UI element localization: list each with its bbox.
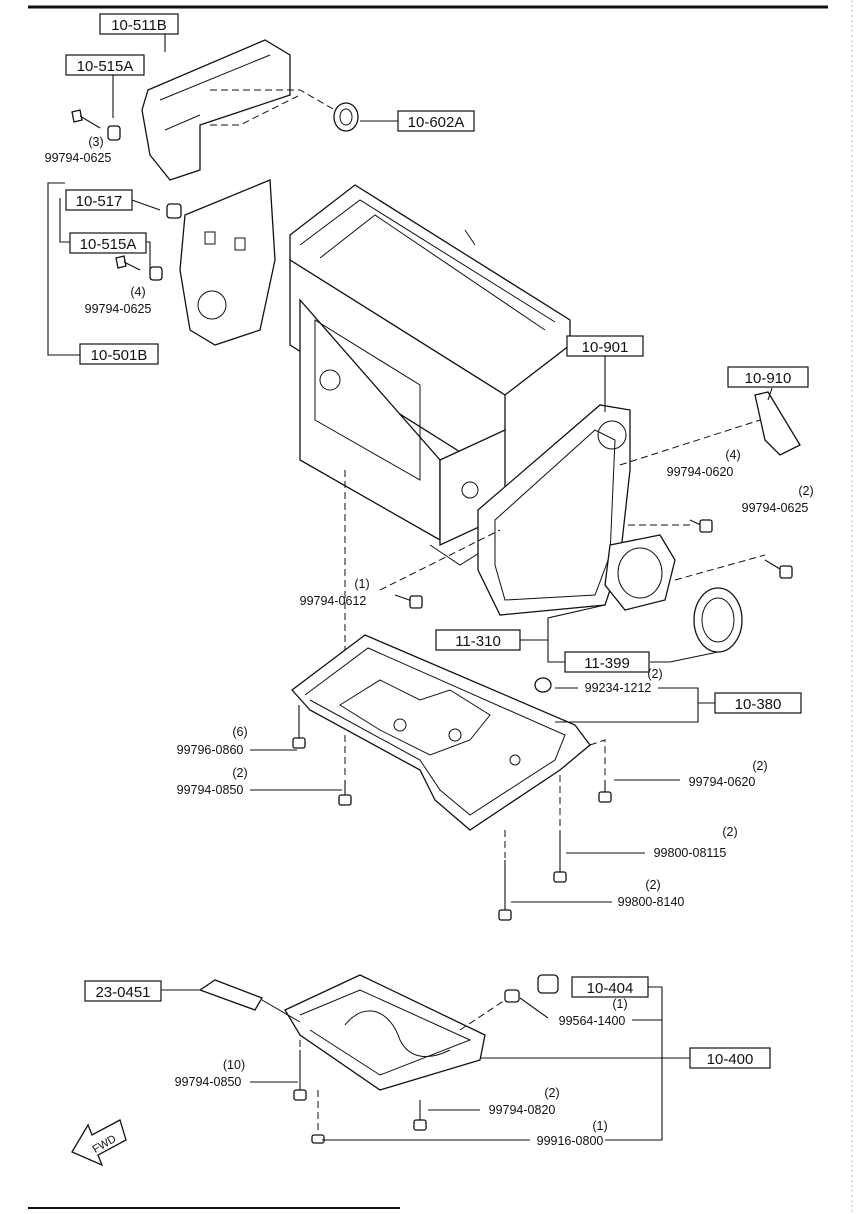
part-number: 99916-0800	[537, 1134, 604, 1148]
callout-10-511B[interactable]: 10-511B	[99, 13, 179, 35]
leader-d2	[674, 554, 766, 581]
part-label-99794-0620-b[interactable]: (2) 99794-0620	[689, 759, 768, 789]
dipstick-tube-illustration	[198, 979, 301, 1023]
callout-label: 10-910	[745, 370, 792, 387]
callout-23-0451[interactable]: 23-0451	[84, 980, 162, 1002]
part-number: 99796-0860	[177, 743, 244, 757]
leader-d12	[459, 999, 506, 1031]
callout-label: 10-501B	[91, 347, 148, 364]
callout-label: 11-399	[584, 655, 630, 672]
leader-lines	[47, 32, 773, 1141]
callout-10-400[interactable]: 10-400	[689, 1047, 771, 1069]
leader-seal	[210, 89, 336, 111]
part-number: 99794-0625	[85, 302, 152, 316]
callout-10-515A-mid[interactable]: 10-515A	[69, 232, 147, 254]
callout-label: 10-515A	[80, 236, 137, 253]
part-qty: (2)	[722, 825, 737, 839]
rear-oil-seal-housing	[604, 534, 676, 611]
part-label-99800-08115[interactable]: (2) 99800-08115	[654, 825, 738, 860]
part-label-99564-1400[interactable]: (1) 99564-1400	[559, 997, 628, 1028]
part-number: 99564-1400	[559, 1014, 626, 1028]
callout-label: 10-515A	[77, 58, 134, 75]
timing-belt-cover-upper	[141, 39, 291, 181]
part-qty: (2)	[645, 878, 660, 892]
part-label-99234-1212[interactable]: (2) 99234-1212	[585, 667, 663, 695]
part-label-99916-0800[interactable]: (1) 99916-0800	[537, 1119, 608, 1148]
callout-11-399[interactable]: 11-399	[564, 651, 650, 673]
part-number: 99794-0620	[667, 465, 734, 479]
part-number: 99800-08115	[654, 846, 727, 860]
callout-label: 10-602A	[408, 114, 465, 131]
part-qty: (2)	[798, 484, 813, 498]
part-number: 99234-1212	[585, 681, 652, 695]
bolt-icons-upper-left	[71, 109, 182, 281]
part-qty: (1)	[354, 577, 369, 591]
callout-10-380[interactable]: 10-380	[714, 692, 802, 714]
part-10-910-illustration	[754, 391, 801, 456]
part-qty: (4)	[725, 448, 740, 462]
part-label-99794-0820[interactable]: (2) 99794-0820	[489, 1086, 560, 1117]
part-label-99794-0850-b[interactable]: (10) 99794-0850	[175, 1058, 245, 1089]
oil-pan-upper-illustration	[291, 634, 591, 831]
part-label-99794-0620-a[interactable]: (4) 99794-0620	[667, 448, 741, 479]
callout-10-404[interactable]: 10-404	[571, 976, 649, 998]
part-label-99794-0625-a[interactable]: (3) 99794-0625	[45, 135, 112, 165]
part-label-99794-0850-a[interactable]: (2) 99794-0850	[177, 766, 248, 797]
oil-pan-lower-illustration	[284, 974, 486, 1091]
part-qty: (2)	[232, 766, 247, 780]
leader-d3	[619, 419, 761, 466]
part-number: 99794-0612	[300, 594, 367, 608]
part-number: 99794-0620	[689, 775, 756, 789]
rear-oil-seal	[693, 587, 743, 653]
callout-10-910[interactable]: 10-910	[727, 366, 809, 388]
leader-d9	[589, 739, 606, 778]
part-number: 99794-0820	[489, 1103, 556, 1117]
part-qty: (10)	[223, 1058, 245, 1072]
part-qty: (2)	[752, 759, 767, 773]
callout-label: 11-310	[455, 633, 501, 650]
callout-10-901[interactable]: 10-901	[566, 335, 644, 357]
part-label-99794-0625-b[interactable]: (4) 99794-0625	[85, 285, 152, 316]
callout-11-310[interactable]: 11-310	[435, 629, 521, 651]
part-qty: (3)	[88, 135, 103, 149]
part-number: 99800-8140	[618, 895, 685, 909]
callout-10-501B[interactable]: 10-501B	[79, 343, 159, 365]
part-label-99794-0612[interactable]: (1) 99794-0612	[300, 577, 370, 608]
part-qty: (2)	[647, 667, 662, 681]
leader-d4	[379, 529, 501, 591]
oil-seal-front	[333, 102, 359, 132]
callout-label: 10-400	[707, 1051, 754, 1068]
fwd-arrow-icon: FWD	[71, 1119, 127, 1167]
callout-label: 10-901	[582, 339, 629, 356]
part-number: 99794-0625	[45, 151, 112, 165]
part-label-99796-0860[interactable]: (6) 99796-0860	[177, 725, 248, 757]
bolt-icons-right	[394, 519, 793, 609]
part-qty: (1)	[612, 997, 627, 1011]
callout-label: 10-380	[735, 696, 782, 713]
timing-belt-cover-lower	[179, 179, 276, 346]
callout-10-517[interactable]: 10-517	[65, 189, 133, 211]
callout-label: 10-404	[587, 980, 634, 997]
part-qty: (2)	[544, 1086, 559, 1100]
part-number: 99794-0850	[177, 783, 244, 797]
part-qty: (1)	[592, 1119, 607, 1133]
callout-label: 10-517	[76, 193, 123, 210]
callout-10-515A-top[interactable]: 10-515A	[65, 54, 145, 76]
part-number: 99794-0625	[742, 501, 809, 515]
part-label-99800-8140[interactable]: (2) 99800-8140	[618, 878, 685, 909]
plug-99234-icon	[534, 677, 552, 693]
bolt-icons-lower-pan	[293, 974, 559, 1144]
callout-10-602A[interactable]: 10-602A	[397, 110, 475, 132]
callout-label: 23-0451	[95, 984, 150, 1001]
part-qty: (6)	[232, 725, 247, 739]
part-number: 99794-0850	[175, 1075, 242, 1089]
bolt-icons-upper-pan	[292, 705, 612, 921]
part-qty: (4)	[130, 285, 145, 299]
part-label-99794-0625-c[interactable]: (2) 99794-0625	[742, 484, 814, 515]
callout-label: 10-511B	[111, 17, 167, 34]
